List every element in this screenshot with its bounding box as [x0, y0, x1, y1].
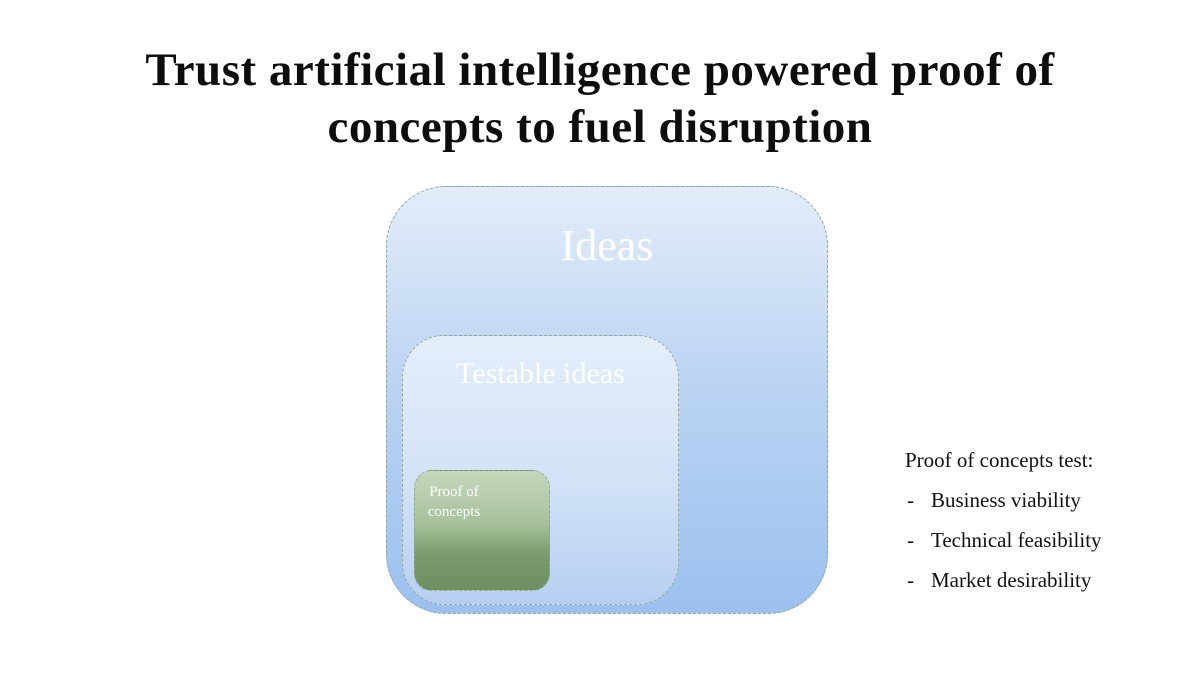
title-line-2: concepts to fuel disruption: [327, 101, 873, 153]
ideas-label: Ideas: [560, 221, 654, 270]
criteria-item-label: Technical feasibility: [931, 528, 1102, 552]
bullet-dash: -: [907, 568, 914, 592]
criteria-item: - Business viability: [905, 485, 1190, 525]
bullet-dash: -: [907, 488, 914, 512]
bullet-dash: -: [907, 528, 914, 552]
testable-ideas-label: Testable ideas: [456, 357, 625, 390]
criteria-heading: Proof of concepts test:: [905, 448, 1094, 472]
criteria-item-label: Market desirability: [931, 568, 1092, 592]
title-line-1: Trust artificial intelligence powered pr…: [145, 44, 1055, 96]
criteria-item: - Technical feasibility: [905, 525, 1190, 565]
proof-of-concepts-label: Proof of concepts: [427, 484, 481, 520]
proof-of-concepts-box: [414, 470, 550, 591]
criteria-item: - Market desirability: [905, 565, 1190, 605]
criteria-panel: Proof of concepts test: - Business viabi…: [905, 445, 1190, 605]
criteria-item-label: Business viability: [931, 488, 1081, 512]
slide-title: Trust artificial intelligence powered pr…: [0, 42, 1200, 156]
